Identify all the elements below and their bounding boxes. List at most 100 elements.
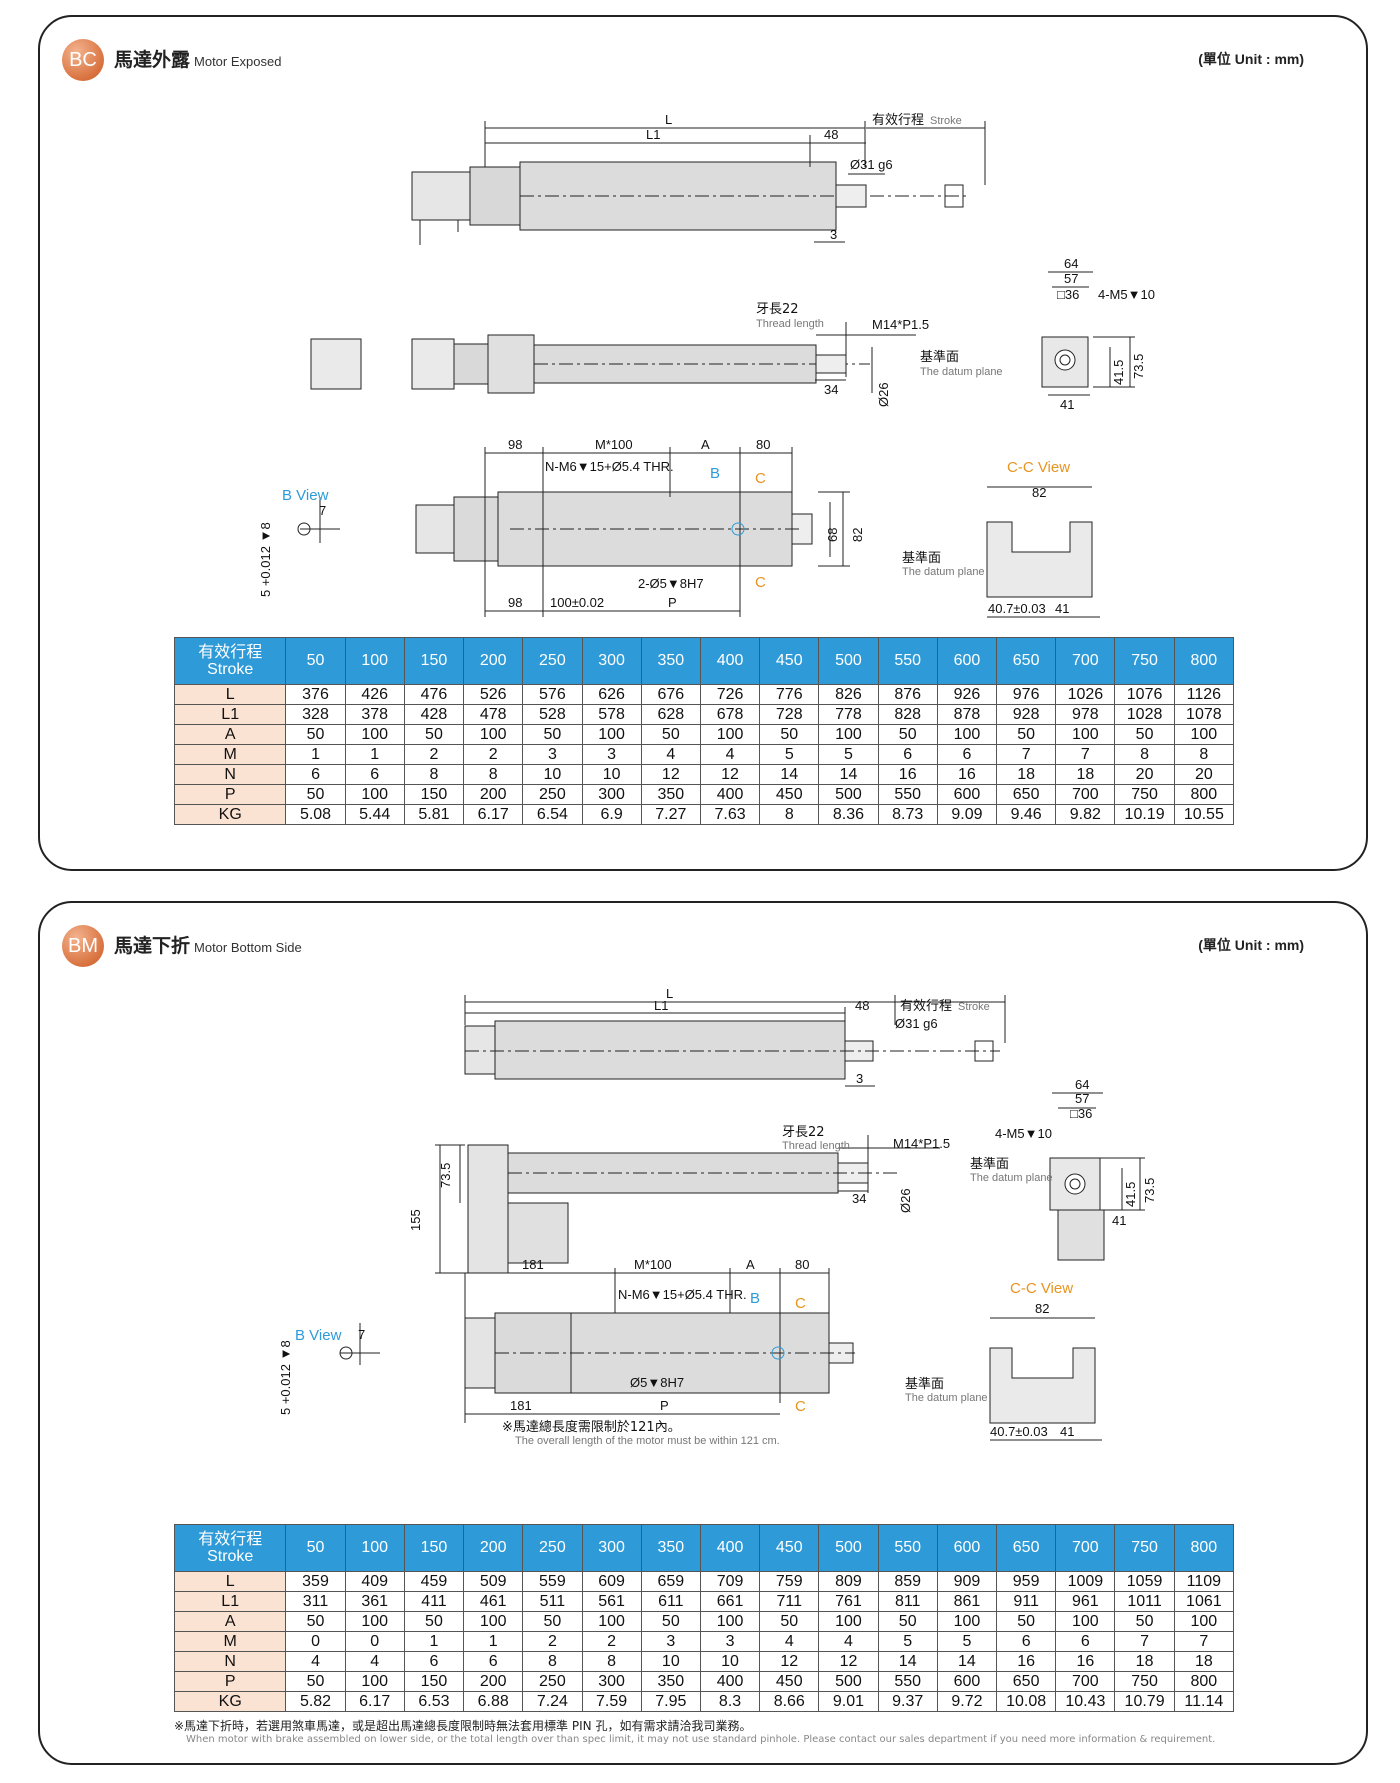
table-cell: 100 (1173, 1611, 1235, 1632)
table-cell: 378 (344, 704, 405, 725)
table-cell: 1009 (1055, 1571, 1116, 1592)
table-cell: 776 (759, 684, 820, 705)
table-cell: 6.17 (344, 1691, 405, 1712)
table-cell: 800 (1173, 784, 1235, 805)
table-cell: 909 (936, 1571, 998, 1592)
table-cell: 6 (285, 764, 346, 785)
table-cell: 4 (640, 744, 701, 765)
table-cell: 5.08 (285, 804, 346, 825)
table-cell: 10 (699, 1651, 761, 1672)
motor-note-en: The overall length of the motor must be … (515, 1435, 780, 1447)
table-cell: 7 (1114, 1631, 1175, 1652)
table-cell: 811 (877, 1591, 938, 1612)
table-cell: 14 (877, 1651, 938, 1672)
table-cell: 2 (581, 1631, 642, 1652)
table-cell: 4 (759, 1631, 820, 1652)
stroke-col-header: 600 (936, 637, 998, 685)
bc-badge: BC (62, 39, 104, 81)
table-cell: 711 (759, 1591, 820, 1612)
table-cell: 676 (640, 684, 701, 705)
table-cell: 650 (996, 1671, 1057, 1692)
table-cell: 50 (640, 1611, 701, 1632)
table-cell: 3 (581, 744, 642, 765)
table-cell: 10.19 (1114, 804, 1175, 825)
stroke-col-header: 450 (759, 1524, 820, 1572)
table-cell: 100 (1055, 1611, 1116, 1632)
motor-exposed-drawing: L L1 48 有效行程 Stroke Ø31 g6 3 牙長22 Thread… (258, 112, 1155, 618)
table-cell: 311 (285, 1591, 346, 1612)
motor-bottom-drawing: L L1 48 有效行程 Stroke Ø31 g6 3 牙長22 Thread… (278, 986, 1157, 1447)
table-cell: 809 (818, 1571, 879, 1592)
dim-L1: L1 (646, 127, 660, 142)
tolerance: 5 +0.012 ▼8 (278, 1340, 293, 1415)
table-cell: 2 (403, 744, 465, 765)
dim-98-b: 98 (508, 595, 522, 610)
thread-en: Thread length (782, 1140, 850, 1152)
table-cell: 18 (1055, 764, 1116, 785)
table-cell: 12 (818, 1651, 879, 1672)
table-cell: 550 (877, 784, 938, 805)
table-cell: 2 (463, 744, 524, 765)
dim-181: 181 (522, 1257, 544, 1272)
datum-en: The datum plane (920, 366, 1003, 378)
dim-26: Ø26 (876, 382, 891, 407)
table-cell: 3 (522, 744, 583, 765)
title-en: Motor Exposed (194, 54, 282, 69)
stroke-col-header: 200 (463, 1524, 524, 1572)
dim-A: A (746, 1257, 755, 1272)
table-cell: 611 (640, 1591, 701, 1612)
table-cell: 50 (877, 724, 938, 745)
table-cell: 511 (522, 1591, 583, 1612)
datum-zh-2: 基準面 (902, 550, 941, 566)
dim-40-7: 40.7±0.03 (988, 601, 1046, 616)
stroke-col-header: 450 (759, 637, 820, 685)
actuator-body (494, 1020, 846, 1080)
stroke-col-header: 250 (522, 1524, 583, 1572)
table-cell: 18 (1114, 1651, 1175, 1672)
table-cell: 4 (285, 1651, 346, 1672)
table-cell: 50 (759, 1611, 820, 1632)
table-cell: 0 (344, 1631, 405, 1652)
dim-L: L (665, 112, 672, 127)
table-cell: 100 (463, 1611, 524, 1632)
table-cell: 8 (581, 1651, 642, 1672)
row-label: A (173, 1611, 287, 1632)
stroke-col-header: 750 (1114, 1524, 1175, 1572)
table-cell: 10 (581, 764, 642, 785)
table-cell: 1078 (1173, 704, 1235, 725)
table-cell: 550 (877, 1671, 938, 1692)
table-cell: 8 (522, 1651, 583, 1672)
dim-34: 34 (852, 1191, 866, 1206)
table-cell: 8.36 (818, 804, 879, 825)
table-cell: 7 (1055, 744, 1116, 765)
datum-en-2: The datum plane (905, 1392, 988, 1404)
table-cell: 50 (877, 1611, 938, 1632)
table-cell: 7.63 (699, 804, 761, 825)
table-cell: 6 (1055, 1631, 1116, 1652)
table-cell: 409 (344, 1571, 405, 1592)
table-cell: 9.09 (936, 804, 998, 825)
stroke-col-header: 400 (699, 637, 761, 685)
table-cell: 100 (818, 1611, 879, 1632)
table-cell: 778 (818, 704, 879, 725)
stroke-col-header: 250 (522, 637, 583, 685)
table-cell: 6.9 (581, 804, 642, 825)
table-cell: 6 (344, 764, 405, 785)
table-cell: 678 (699, 704, 761, 725)
table-cell: 1 (344, 744, 405, 765)
unit-label: (單位 Unit : mm) (1198, 937, 1304, 953)
table-cell: 4 (818, 1631, 879, 1652)
table-cell: 1026 (1055, 684, 1116, 705)
stroke-col-header: 750 (1114, 637, 1175, 685)
table-cell: 100 (344, 1611, 405, 1632)
stroke-col-header: 650 (996, 1524, 1057, 1572)
stroke-col-header: 700 (1055, 637, 1116, 685)
table-cell: 100 (699, 1611, 761, 1632)
dim-sq36: □36 (1057, 287, 1079, 302)
datum-zh-2: 基準面 (905, 1376, 944, 1392)
row-label: M (173, 1631, 287, 1652)
table-cell: 661 (699, 1591, 761, 1612)
table-cell: 8 (759, 804, 820, 825)
